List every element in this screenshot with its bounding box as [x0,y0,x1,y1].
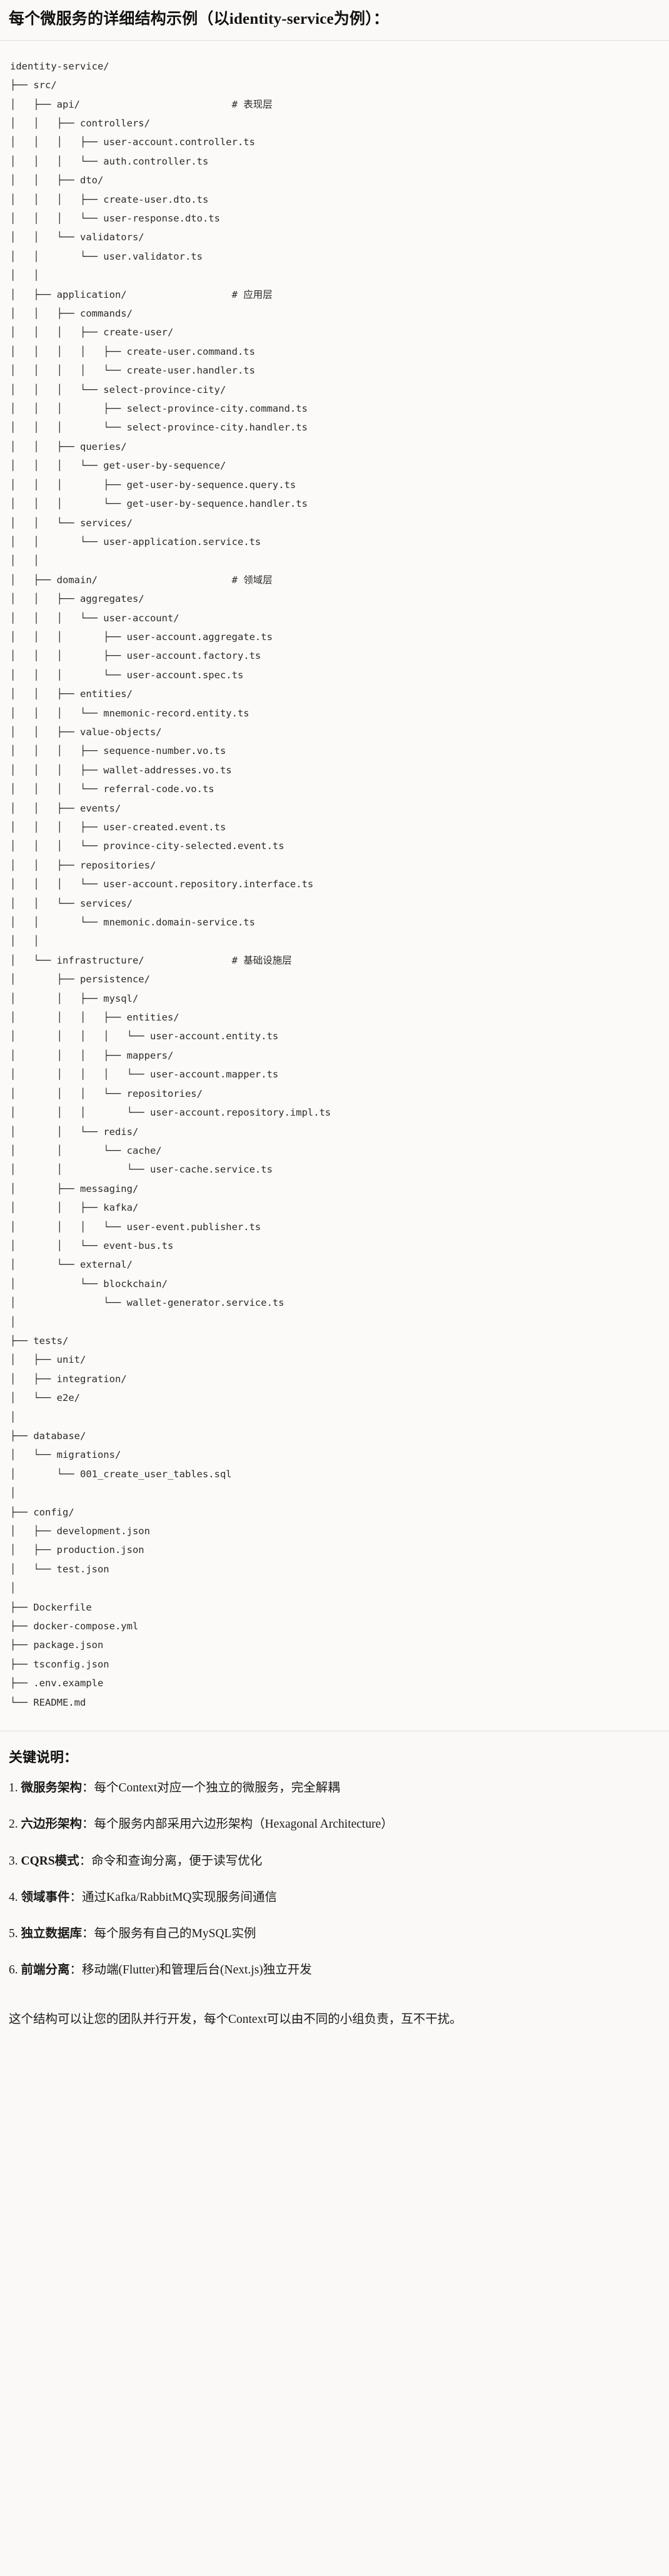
key-point-number: 6. [9,1963,18,1977]
key-point-description: 移动端(Flutter)和管理后台(Next.js)独立开发 [82,1963,312,1977]
key-point-separator: ： [69,1890,83,1904]
key-point-separator: ： [82,1781,94,1795]
key-point-item: 1. 微服务架构：每个Context对应一个独立的微服务，完全解耦 [9,1779,660,1797]
key-point-term: 六边形架构 [21,1818,83,1831]
key-point-term: 前端分离 [21,1963,70,1977]
key-point-number: 2. [9,1818,18,1831]
key-point-item: 4. 领域事件：通过Kafka/RabbitMQ实现服务间通信 [9,1888,660,1907]
key-point-description: 每个Context对应一个独立的微服务，完全解耦 [94,1781,340,1795]
key-point-term: 领域事件 [21,1890,70,1904]
key-point-separator: ： [82,1818,94,1831]
key-point-term: 微服务架构 [21,1781,83,1795]
divider-top [0,39,669,41]
document-header: 每个微服务的详细结构示例（以identity-service为例）： [0,0,669,40]
key-points-title: 关键说明： [9,1749,78,1766]
directory-tree-block: identity-service/ ├── src/ │ ├── api/ # … [0,40,669,1731]
key-point-term: CQRS模式 [21,1854,79,1868]
key-point-description: 每个服务有自己的MySQL实例 [94,1927,256,1941]
key-point-number: 3. [9,1854,18,1868]
key-point-item: 6. 前端分离：移动端(Flutter)和管理后台(Next.js)独立开发 [9,1961,660,1979]
key-point-item: 3. CQRS模式：命令和查询分离，便于读写优化 [9,1852,660,1870]
key-point-description: 每个服务内部采用六边形架构（Hexagonal Architecture） [94,1818,393,1831]
key-point-number: 1. [9,1781,18,1795]
key-point-separator: ： [79,1854,92,1868]
document-page: 每个微服务的详细结构示例（以identity-service为例）： ident… [0,0,669,2026]
page-title: 每个微服务的详细结构示例（以identity-service为例）： [9,11,390,28]
key-point-item: 2. 六边形架构：每个服务内部采用六边形架构（Hexagonal Archite… [9,1815,660,1833]
key-point-term: 独立数据库 [21,1927,83,1941]
closing-paragraph: 这个结构可以让您的团队并行开发，每个Context可以由不同的小组负责，互不干扰… [9,2012,462,2026]
key-point-description: 命令和查询分离，便于读写优化 [91,1854,263,1868]
directory-tree: identity-service/ ├── src/ │ ├── api/ # … [10,60,331,1708]
key-point-separator: ： [82,1927,94,1941]
key-point-item: 5. 独立数据库：每个服务有自己的MySQL实例 [9,1925,660,1943]
key-point-separator: ： [69,1963,83,1977]
key-point-number: 5. [9,1927,18,1941]
key-point-description: 通过Kafka/RabbitMQ实现服务间通信 [82,1890,278,1904]
key-point-number: 4. [9,1890,18,1904]
